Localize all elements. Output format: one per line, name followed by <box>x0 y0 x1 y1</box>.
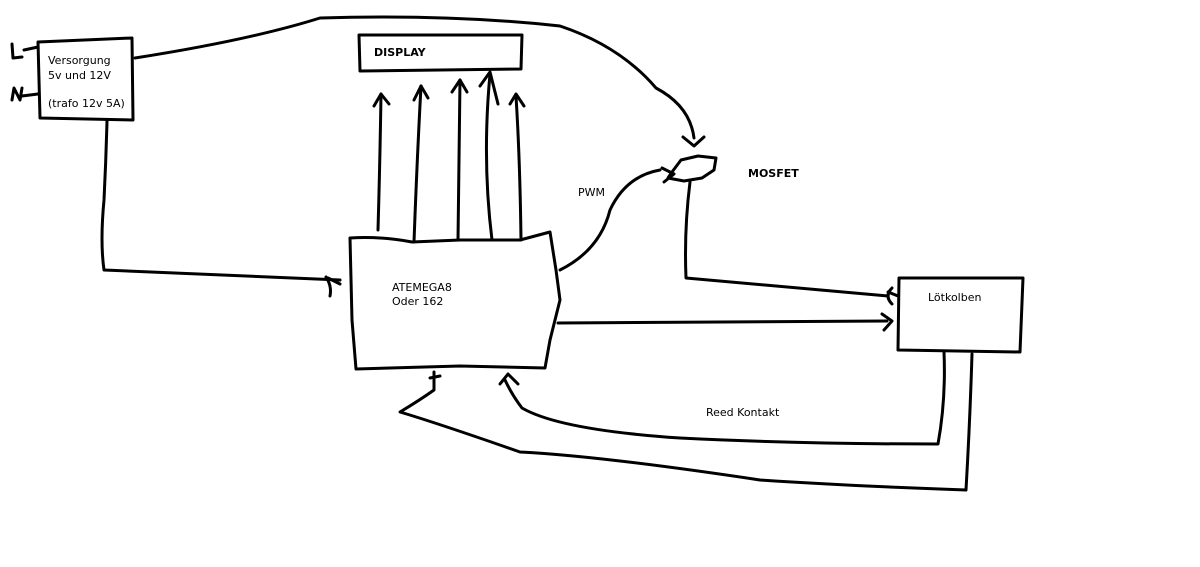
N-glyph <box>10 86 24 102</box>
bus-arrow-5 <box>508 92 526 108</box>
mosfet-label: MOSFET <box>748 167 799 180</box>
wire-reed-contact <box>503 350 946 446</box>
pwm-label: PWM <box>578 186 606 199</box>
power-supply-label-line3: (trafo 12v 5A) <box>48 97 125 110</box>
wire-mcu-to-iron <box>556 319 889 325</box>
mcu-label-line1: ATEMEGA8 <box>392 281 452 294</box>
power-supply-label-line2: 5v und 12V <box>48 69 111 82</box>
bus-arrow-2 <box>412 84 430 102</box>
bus-line-4 <box>484 72 494 242</box>
iron-box <box>896 276 1025 354</box>
mcu-label-line2: Oder 162 <box>392 295 444 308</box>
wire-outer-loop <box>398 352 974 492</box>
power-supply-box <box>36 36 135 122</box>
L-glyph <box>10 42 24 60</box>
wire-supply-to-mcu <box>100 119 342 282</box>
input-N-wire <box>20 92 40 98</box>
iron-input-arrow-1 <box>886 286 900 306</box>
mcu-input-arrow <box>324 275 342 298</box>
wire-mosfet-to-iron <box>684 180 890 298</box>
bus-line-3 <box>456 78 462 242</box>
bus-line-2 <box>412 84 423 244</box>
mcu-box <box>348 230 562 371</box>
display-box <box>357 33 524 73</box>
wire-supply-to-mosfet <box>133 15 696 140</box>
bus-arrow-1 <box>372 92 391 108</box>
display-label: DISPLAY <box>374 46 426 59</box>
bus-arrow-3 <box>450 78 469 94</box>
mosfet-drain-arrow <box>681 135 706 148</box>
reed-contact-label: Reed Kontakt <box>706 406 780 419</box>
mosfet-gate-arrow <box>660 166 676 184</box>
input-L-wire <box>22 45 40 52</box>
reed-arrow <box>498 372 520 386</box>
bus-arrow-4 <box>478 70 500 106</box>
outer-loop-tick <box>428 374 442 380</box>
power-supply-label-line1: Versorgung <box>48 54 111 67</box>
iron-input-arrow-2 <box>880 312 894 332</box>
bus-line-5 <box>514 94 523 242</box>
bus-line-1 <box>376 92 383 232</box>
wire-pwm <box>558 168 662 272</box>
iron-label: Lötkolben <box>928 291 982 304</box>
mosfet-symbol <box>666 154 718 183</box>
